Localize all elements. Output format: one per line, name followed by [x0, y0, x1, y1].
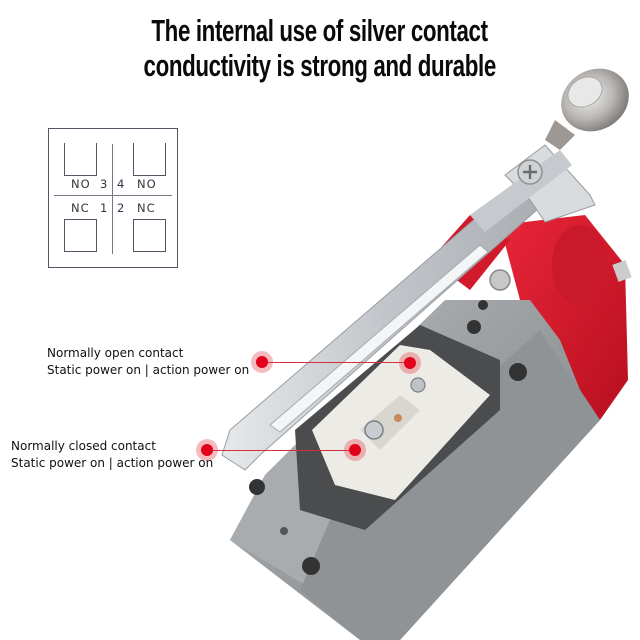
normally-closed-contact-marker-icon	[349, 444, 361, 456]
callout-normally-closed-title: Normally closed contact	[11, 439, 156, 453]
label-nc-right: NC	[137, 201, 156, 215]
callout-normally-open-dot-icon	[256, 356, 268, 368]
terminal-nc-1-icon	[64, 219, 97, 252]
contact-terminal-diagram: NO 3 4 NO NC 1 2 NC	[48, 128, 178, 268]
terminal-nc-2-icon	[133, 219, 166, 252]
normally-open-contact-marker-icon	[404, 357, 416, 369]
label-number-4: 4	[117, 177, 126, 191]
headline-line-2: conductivity is strong and durable	[0, 49, 640, 83]
callout-normally-closed-leader-line	[207, 450, 355, 451]
label-nc-left: NC	[71, 201, 90, 215]
callout-normally-open-subtitle: Static power on | action power on	[47, 363, 250, 377]
callout-normally-closed: Normally closed contact Static power on …	[11, 438, 213, 472]
lever-arm	[221, 68, 629, 471]
terminal-no-3-icon	[64, 143, 97, 176]
diagram-horizontal-divider	[54, 195, 172, 196]
callout-normally-closed-dot-icon	[201, 444, 213, 456]
headline-line-2-text: conductivity is strong and durable	[143, 48, 497, 83]
headline-line-1: The internal use of silver contact	[0, 14, 640, 48]
label-no-right: NO	[137, 177, 157, 191]
label-no-left: NO	[71, 177, 91, 191]
diagram-vertical-divider	[112, 144, 113, 254]
label-number-1: 1	[100, 201, 109, 215]
headline-line-1-text: The internal use of silver contact	[151, 13, 489, 48]
label-number-2: 2	[117, 201, 126, 215]
callout-normally-open-title: Normally open contact	[47, 346, 184, 360]
callout-normally-open-leader-line	[262, 362, 410, 363]
terminal-no-4-icon	[133, 143, 166, 176]
switch-body	[230, 300, 600, 640]
callout-normally-closed-subtitle: Static power on | action power on	[11, 456, 214, 470]
label-number-3: 3	[100, 177, 109, 191]
callout-normally-open: Normally open contact Static power on | …	[47, 345, 249, 379]
